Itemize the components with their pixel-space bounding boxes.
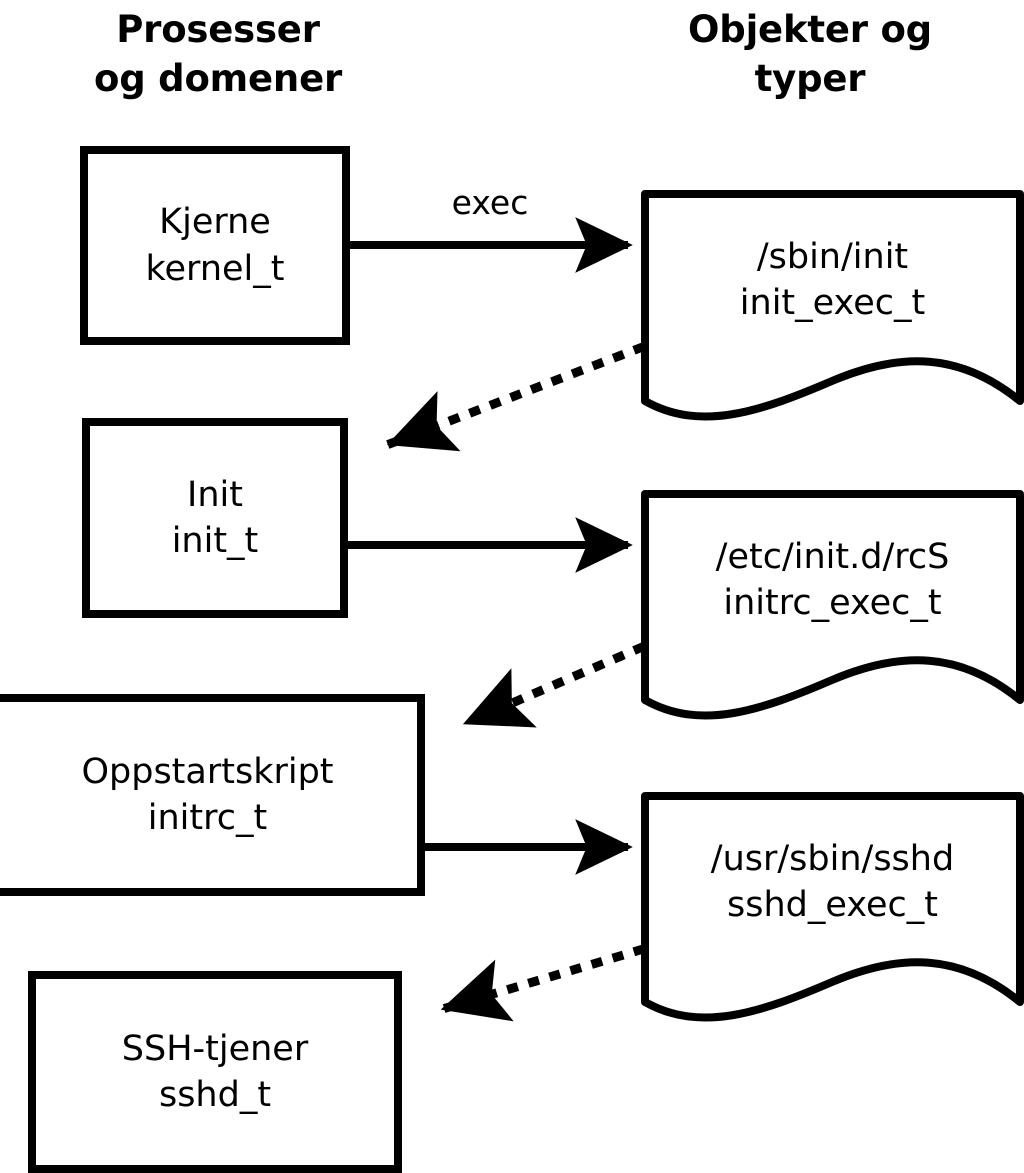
object-label-sshd-exec: /usr/sbin/sshd sshd_exec_t [645, 796, 1020, 968]
object-type-init-exec: init_exec_t [739, 283, 926, 323]
object-type-sshd-exec: sshd_exec_t [727, 885, 938, 925]
object-doc-initrc-exec [641, 490, 1024, 720]
object-label-initrc-exec: /etc/init.d/rcS initrc_exec_t [645, 494, 1020, 666]
process-name-kernel: Kjerne [159, 202, 271, 243]
column-header-objects: Objekter og typer [688, 8, 932, 100]
process-label-initrc: Oppstartskript initrc_t [0, 698, 421, 892]
object-path-initrc-exec: /etc/init.d/rcS [715, 536, 950, 577]
process-label-kernel: Kjerne kernel_t [84, 150, 346, 341]
object-path-init-exec: /sbin/init [756, 236, 909, 277]
process-type-init: init_t [171, 521, 259, 561]
column-header-processes: Prosesser og domener [93, 8, 343, 100]
process-type-kernel: kernel_t [145, 248, 285, 289]
edge-label-exec: exec [451, 183, 529, 222]
process-name-init: Init [187, 474, 243, 515]
process-type-sshd: sshd_t [158, 1075, 272, 1115]
process-box-initrc [0, 694, 425, 896]
process-label-init: Init init_t [86, 422, 344, 614]
process-name-sshd: SSH-tjener [121, 1028, 309, 1069]
arrow-sshd-exec-to-sshd [440, 944, 646, 1022]
object-label-init-exec: /sbin/init init_exec_t [645, 194, 1020, 366]
process-name-initrc: Oppstartskript [81, 751, 334, 792]
arrow-initrc-exec-to-initrc [462, 642, 646, 728]
process-type-initrc: initrc_t [147, 798, 268, 838]
process-label-sshd: SSH-tjener sshd_t [32, 975, 398, 1169]
object-doc-init-exec [641, 190, 1024, 421]
object-doc-sshd-exec [641, 792, 1024, 1022]
arrow-init-exec-to-init [386, 342, 646, 452]
object-type-initrc-exec: initrc_exec_t [723, 583, 942, 623]
object-path-sshd-exec: /usr/sbin/sshd [710, 838, 955, 879]
process-box-init [82, 418, 348, 618]
process-box-sshd [28, 971, 402, 1173]
